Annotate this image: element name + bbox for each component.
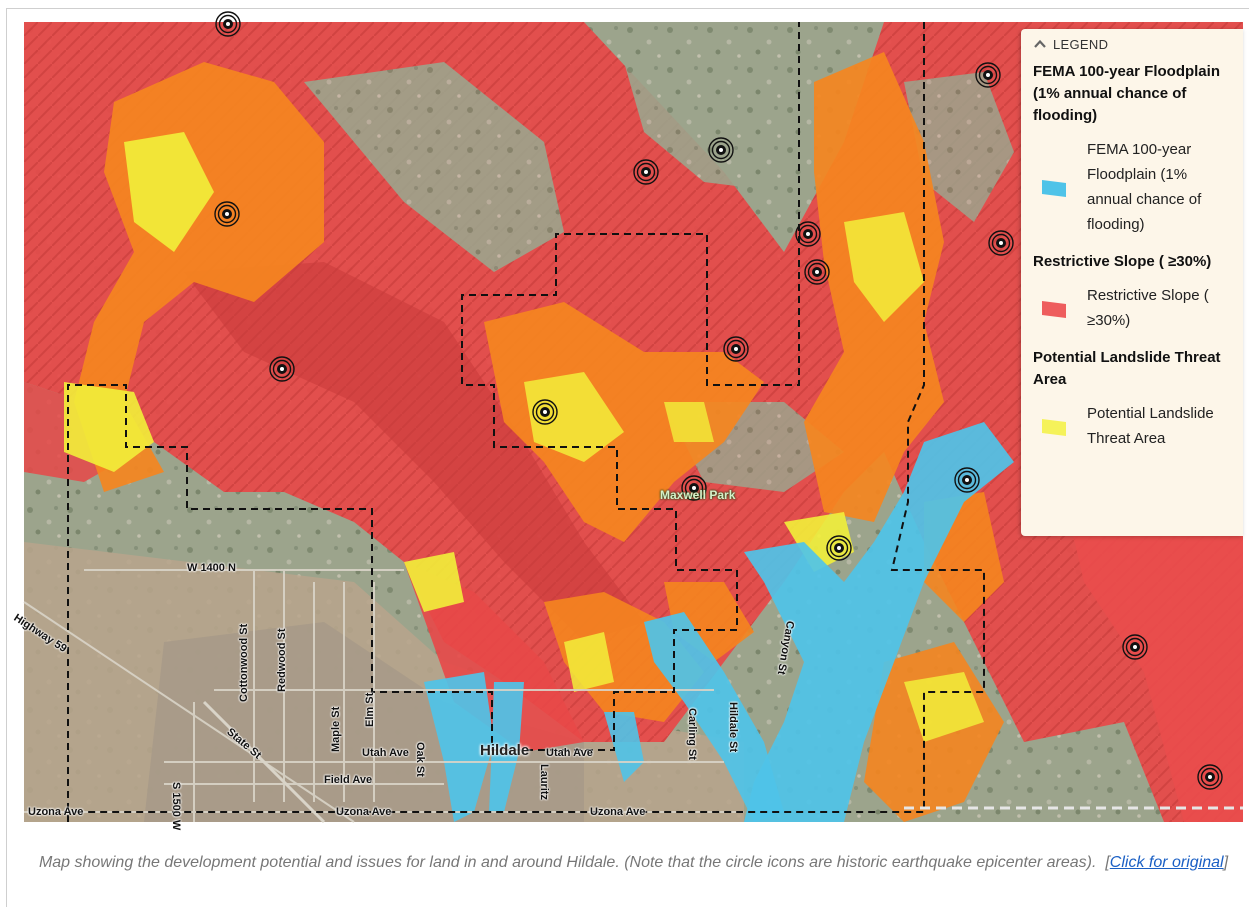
original-link[interactable]: Click for original (1109, 854, 1224, 871)
earthquake-epicenter-icon[interactable] (681, 475, 707, 501)
street-label-redwood: Redwood St (276, 628, 288, 692)
street-label-uzona-west: Uzona Ave (28, 806, 84, 818)
street-label-uzona-east: Uzona Ave (590, 806, 646, 818)
legend-group-title-floodplain: FEMA 100-year Floodplain (1% annual chan… (1033, 63, 1220, 124)
street-label-uzona-mid: Uzona Ave (336, 806, 392, 818)
park-label: Maxwell Park (660, 488, 736, 502)
earthquake-epicenter-icon[interactable] (795, 221, 821, 247)
earthquake-epicenter-icon[interactable] (1197, 764, 1223, 790)
floodplain-swatch-icon (1042, 180, 1066, 197)
earthquake-epicenter-icon[interactable] (633, 159, 659, 185)
legend-group-title-slope: Restrictive Slope ( ≥30%) (1033, 253, 1212, 270)
street-label-elm: Elm St (364, 692, 376, 727)
legend-item-landslide: Potential Landslide Threat Area (1041, 401, 1233, 451)
earthquake-epicenter-icon[interactable] (988, 230, 1014, 256)
street-label-hildale: Hildale St (727, 702, 739, 753)
earthquake-epicenter-icon[interactable] (269, 356, 295, 382)
legend-item-label: Potential Landslide Threat Area (1087, 405, 1214, 447)
legend-item-floodplain: FEMA 100-year Floodplain (1% annual chan… (1041, 137, 1233, 237)
street-label-w1400n: W 1400 N (187, 562, 236, 574)
legend-panel: LEGEND FEMA 100-year Floodplain (1% annu… (1021, 29, 1243, 536)
figure-frame (6, 8, 1249, 907)
legend-group-title-landslide: Potential Landslide Threat Area (1033, 349, 1221, 388)
street-label-utah-east: Utah Ave (546, 747, 593, 759)
street-label-utah: Utah Ave (362, 747, 409, 759)
landslide-swatch-icon (1042, 419, 1066, 436)
legend-toggle[interactable]: LEGEND (1033, 35, 1233, 53)
street-label-field: Field Ave (324, 774, 373, 786)
legend-item-label: Restrictive Slope ( ≥30%) (1087, 287, 1209, 329)
town-label: Hildale (480, 742, 530, 759)
slope-swatch-icon (1042, 301, 1066, 318)
street-label-s1500w: S 1500 W (170, 782, 182, 831)
legend-item-slope: Restrictive Slope ( ≥30%) (1041, 283, 1233, 333)
earthquake-epicenter-icon[interactable] (826, 535, 852, 561)
earthquake-epicenter-icon[interactable] (804, 259, 830, 285)
figure-caption: Map showing the development potential an… (38, 854, 1229, 871)
earthquake-epicenter-icon[interactable] (708, 137, 734, 163)
chevron-up-icon (1034, 39, 1046, 48)
street-label-oak: Oak St (414, 742, 426, 777)
earthquake-epicenter-icon[interactable] (214, 201, 240, 227)
street-label-carling: Carling St (686, 708, 698, 760)
earthquake-epicenter-icon[interactable] (215, 11, 241, 37)
street-label-cottonwood: Cottonwood St (238, 623, 250, 702)
earthquake-epicenter-icon[interactable] (1122, 634, 1148, 660)
legend-item-label: FEMA 100-year Floodplain (1% annual chan… (1087, 141, 1202, 233)
caption-text: Map showing the development potential an… (38, 854, 1097, 871)
street-label-lauritz: Lauritz (538, 764, 550, 801)
earthquake-epicenter-icon[interactable] (532, 399, 558, 425)
earthquake-epicenter-icon[interactable] (954, 467, 980, 493)
earthquake-epicenter-icon[interactable] (975, 62, 1001, 88)
street-label-maple: Maple St (330, 706, 342, 752)
earthquake-epicenter-icon[interactable] (723, 336, 749, 362)
legend-title: LEGEND (1053, 36, 1109, 52)
